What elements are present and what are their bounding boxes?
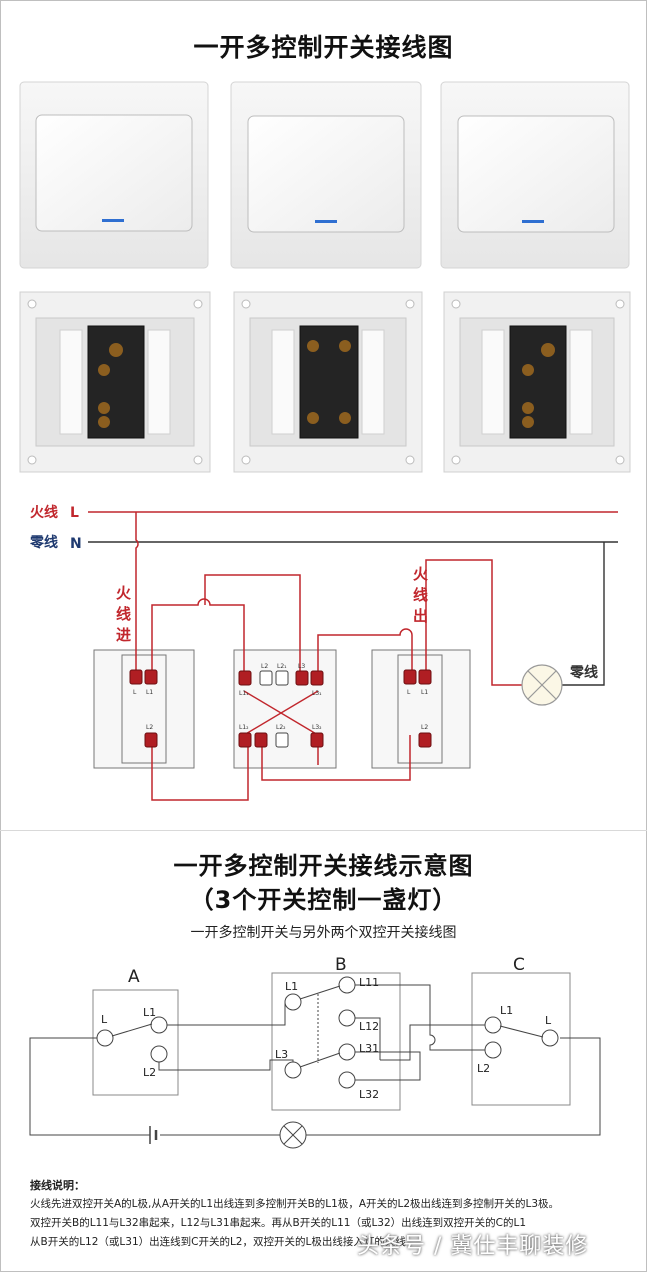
terminal-label: L2	[261, 663, 268, 670]
terminal-label: L3₂	[312, 724, 322, 731]
terminal-icon	[295, 670, 309, 686]
section-subtitle: （3个开关控制一盏灯）	[189, 886, 458, 914]
terminal-label: L3₁	[312, 690, 322, 697]
terminal-label: L2₁	[277, 663, 287, 670]
switch-c-term: L2	[477, 1062, 490, 1075]
switch-b-contacts	[284, 976, 356, 1089]
terminal-icon	[418, 669, 432, 685]
terminal-icon	[238, 670, 252, 686]
section-caption: 一开多控制开关与另外两个双控开关接线图	[190, 925, 457, 941]
notes-line-1: 火线先进双控开关A的L极,从A开关的L1出线连到多控制开关B的L1极，A开关的L…	[30, 1198, 560, 1210]
front-switch-1	[19, 81, 209, 269]
terminal-icon	[403, 669, 417, 685]
in-label-3: 进	[116, 626, 131, 644]
switch-b-term: L31	[359, 1042, 379, 1055]
switch-1-body	[93, 649, 195, 769]
live-wire-letter: L	[70, 505, 79, 521]
live-wire-label: 火线	[30, 504, 58, 521]
switch-a-term: L2	[143, 1066, 156, 1079]
terminal-icon	[310, 670, 324, 686]
lamp-icon-2	[279, 1121, 307, 1149]
switch-a-contacts	[96, 1016, 168, 1063]
lamp-icon	[521, 664, 563, 706]
schematic-diagram-2: A B C L L1 L2	[29, 955, 601, 1149]
out-label-3: 出	[413, 607, 428, 625]
neutral-wire-label: 零线	[29, 534, 58, 551]
switch-b-term: L1	[285, 980, 298, 993]
front-switch-3	[440, 81, 630, 269]
switch-b-term: L12	[359, 1020, 379, 1033]
terminal-icon	[275, 670, 289, 686]
terminal-icon	[144, 732, 158, 748]
switch-3-body	[371, 649, 471, 769]
indicator-light-icon	[102, 219, 124, 222]
notes-line-3: 从B开关的L12（或L31）出连线到C开关的L2，双控开关的L极出线接入灯的火线	[30, 1236, 406, 1248]
terminal-icon	[259, 670, 273, 686]
switch-b-box	[271, 972, 401, 1111]
back-switch-2	[233, 291, 423, 473]
front-panels-photo	[19, 81, 630, 269]
terminal-icon	[310, 732, 324, 748]
terminal-icon	[129, 669, 143, 685]
in-label-2: 线	[116, 605, 131, 623]
switch-c-term: L	[545, 1014, 552, 1027]
switch-c-term: L1	[500, 1004, 513, 1017]
terminal-icon	[254, 732, 268, 748]
terminal-label: L3	[298, 663, 305, 670]
section-divider	[0, 830, 647, 831]
terminal-label: L1	[421, 689, 428, 696]
switch-b-term: L32	[359, 1088, 379, 1101]
wiring-notes: 接线说明： 火线先进双控开关A的L极,从A开关的L1出线连到多控制开关B的L1极…	[30, 1176, 630, 1252]
switch-c-name: C	[513, 955, 525, 975]
front-switch-2	[230, 81, 422, 269]
watermark: 头条号 / 冀仕丰聊装修	[357, 1234, 589, 1259]
switch-c-contacts	[484, 1016, 559, 1059]
wiring-diagram-1: 火线 L 零线 N	[29, 504, 618, 801]
terminal-label: L1₂	[239, 724, 249, 731]
back-panels-photo	[19, 291, 631, 473]
page-title: 一开多控制开关接线图	[193, 33, 454, 62]
switch-b-name: B	[335, 955, 347, 975]
terminal-label: L	[133, 689, 137, 696]
in-label-1: 火	[116, 584, 132, 602]
terminal-label: L1₁	[239, 690, 249, 697]
out-label-2: 线	[413, 586, 428, 604]
terminal-icon	[144, 669, 158, 685]
terminal-label: L2	[421, 724, 428, 731]
switch-a-term: L	[101, 1013, 108, 1026]
indicator-light-icon	[522, 220, 544, 223]
terminal-icon	[238, 732, 252, 748]
back-switch-3	[443, 291, 631, 473]
switch-2-body	[233, 649, 337, 769]
section-title: 一开多控制开关接线示意图	[173, 852, 474, 880]
terminal-label: L	[407, 689, 411, 696]
out-label-1: 火	[413, 565, 429, 583]
switch-b-term: L11	[359, 976, 379, 989]
switch-a-term: L1	[143, 1006, 156, 1019]
terminal-label: L1	[146, 689, 153, 696]
notes-heading: 接线说明：	[30, 1179, 85, 1192]
terminal-label: L2₂	[276, 724, 286, 731]
terminal-label: L2	[146, 724, 153, 731]
indicator-light-icon	[315, 220, 337, 223]
notes-line-2: 双控开关B的L11与L32串起来，L12与L31串起来。再从B开关的L11（或L…	[30, 1217, 527, 1229]
switch-b-term: L3	[275, 1048, 288, 1061]
switch-a-name: A	[128, 967, 140, 987]
terminal-icon	[275, 732, 289, 748]
neutral-wire-letter: N	[70, 536, 82, 552]
terminal-icon	[418, 732, 432, 748]
lamp-neutral-label: 零线	[569, 664, 598, 681]
back-switch-1	[19, 291, 211, 473]
